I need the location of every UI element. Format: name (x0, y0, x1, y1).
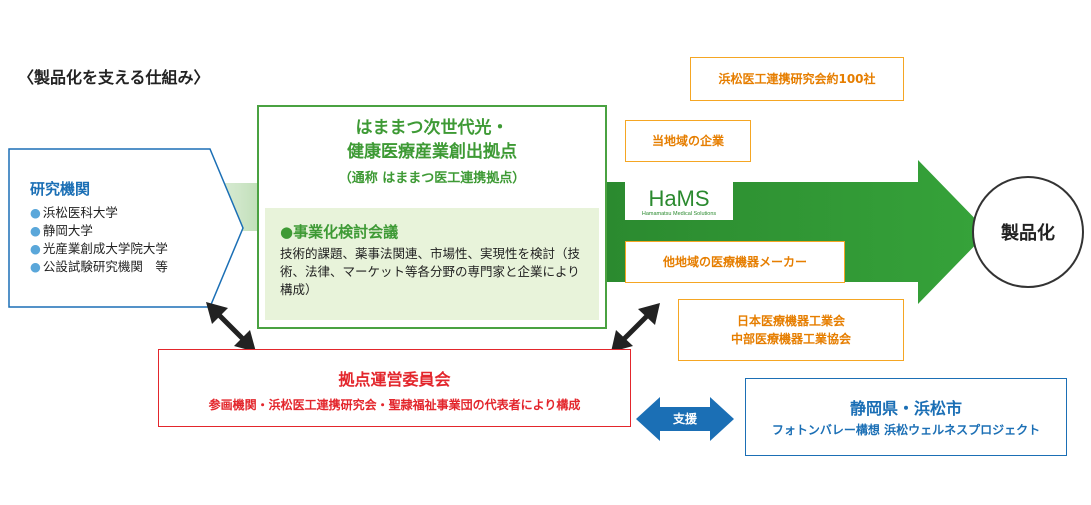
list-item: ●静岡大学 (30, 223, 93, 238)
city-description: フォトンバレー構想 浜松ウェルネスプロジェクト (771, 423, 1041, 437)
city-box (745, 378, 1067, 456)
city-title: 静岡県・浜松市 (849, 399, 962, 418)
bullet-icon: ● (30, 259, 41, 274)
list-item: ●公設試験研究機関 等 (30, 259, 168, 274)
partner-local-companies: 当地域の企業 (625, 120, 751, 162)
double-arrow-left (206, 302, 256, 352)
research-list: ●浜松医科大学 ●静岡大学 ●光産業創成大学院大学 ●公設試験研究機関 等 (30, 204, 168, 276)
hams-logo: HaMS Hamamatsu Medical Solutions (625, 182, 733, 220)
committee-box (158, 349, 631, 427)
bullet-icon: ● (30, 241, 41, 256)
list-item: ●光産業創成大学院大学 (30, 241, 168, 256)
committee-description: 参画機関・浜松医工連携研究会・聖隷福祉事業団の代表者により構成 (208, 398, 581, 412)
page-heading: 〈製品化を支える仕組み〉 (18, 68, 210, 87)
hams-logo-icon: HaMS Hamamatsu Medical Solutions (642, 186, 717, 217)
product-circle: 製品化 (972, 176, 1084, 288)
partner-industry-associations: 日本医療機器工業会 中部医療機器工業協会 (678, 299, 904, 361)
bullet-icon: ● (30, 223, 41, 238)
hub-subtitle: （通称 はままつ医工連携拠点） (338, 171, 526, 186)
double-arrow-right (611, 303, 660, 352)
support-label: 支援 (672, 412, 697, 426)
committee-title: 拠点運営委員会 (338, 370, 451, 389)
council-box (265, 208, 599, 320)
svg-text:Hamamatsu Medical Solutions: Hamamatsu Medical Solutions (642, 211, 717, 217)
council-description: 技術的課題、薬事法関連、市場性、実現性を検討（技術、法律、マーケット等各分野の専… (280, 246, 581, 297)
council-title: ●事業化検討会議 (280, 223, 399, 241)
hub-title: はままつ次世代光・ 健康医療産業創出拠点 (347, 118, 517, 162)
bullet-icon: ● (30, 205, 41, 220)
support-arrow (636, 397, 734, 441)
list-item: ●浜松医科大学 (30, 205, 118, 220)
research-title: 研究機関 (30, 180, 91, 198)
partner-other-manufacturers: 他地域の医療機器メーカー (625, 241, 845, 283)
svg-text:HaMS: HaMS (648, 186, 709, 211)
partner-association: 浜松医工連携研究会約100社 (690, 57, 904, 101)
research-box (8, 148, 244, 308)
